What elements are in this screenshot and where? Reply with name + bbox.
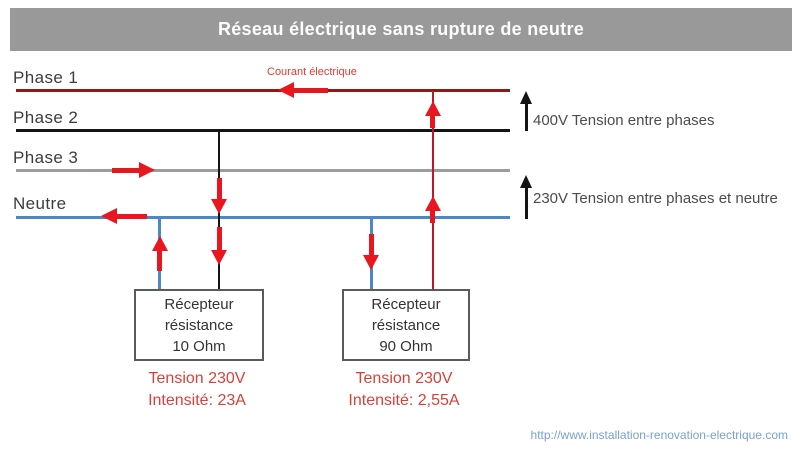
receiver2-name-line1: Récepteur [371,295,441,313]
receiver2-tension: Tension 230V [355,370,453,387]
receiver2-box: Récepteur résistance 90 Ohm [342,289,470,361]
website-link[interactable]: http://www.installation-renovation-elect… [530,428,788,442]
voltage-400-arrow-icon [520,91,532,104]
title-bar: Réseau électrique sans rupture de neutre [10,8,792,51]
phase1-label: Phase 1 [13,68,79,87]
neutre-current-arrow-shaft [116,214,147,219]
voltage-400-arrow-shaft [525,103,528,131]
receiver2-result: Tension 230V Intensité: 2,55A [331,368,477,412]
receiver1-return-arrow-icon [152,236,168,251]
phase2-label: Phase 2 [13,108,79,127]
receiver1-tension: Tension 230V [148,370,246,387]
phase1-drop-line-receiver2 [432,91,434,290]
phase3-current-arrow-shaft [112,168,141,173]
receiver1-box: Récepteur résistance 10 Ohm [134,289,264,361]
phase3-line [16,169,510,172]
phase2-drop-arrow2-icon [211,250,227,265]
neutre-line [16,216,510,219]
phase3-label: Phase 3 [13,148,79,167]
phase1-current-arrow-shaft [292,88,328,93]
receiver2-feed-arrow-icon [363,255,379,270]
neutre-current-arrow-icon [101,208,117,224]
voltage-400-label: 400V Tension entre phases [533,112,715,129]
phase1-current-arrow-icon [278,82,294,98]
voltage-230-arrow-shaft [525,187,528,219]
receiver2-name-line2: résistance [371,316,441,334]
receiver1-name-line2: résistance [164,316,234,334]
voltage-230-arrow-icon [520,175,532,188]
receiver1-intensite: Intensité: 23A [148,392,246,409]
receiver1-result: Tension 230V Intensité: 23A [124,368,270,412]
phase2-drop-arrow2-shaft [217,227,222,251]
receiver1-name-line1: Récepteur [164,295,234,313]
receiver1-name-line3: 10 Ohm [172,337,226,355]
receiver2-feed-arrow-shaft [369,234,374,256]
phase2-drop-arrow1-icon [211,199,227,214]
phase1-drop-arrow2-shaft [430,209,435,223]
receiver2-name-line3: 90 Ohm [379,337,433,355]
phase2-drop-arrow1-shaft [217,178,222,200]
phase1-drop-arrow2-icon [425,196,441,211]
current-annotation: Courant électrique [267,66,357,78]
phase1-line [16,89,510,92]
phase1-drop-arrow1-icon [425,101,441,116]
page-title: Réseau électrique sans rupture de neutre [217,19,585,39]
receiver2-intensite: Intensité: 2,55A [348,392,460,409]
receiver1-return-arrow-shaft [157,249,162,271]
phase2-line [16,129,510,132]
phase1-drop-arrow1-shaft [430,114,435,128]
neutre-label: Neutre [13,194,67,213]
voltage-230-label: 230V Tension entre phases et neutre [533,190,778,207]
phase3-current-arrow-icon [139,162,155,178]
